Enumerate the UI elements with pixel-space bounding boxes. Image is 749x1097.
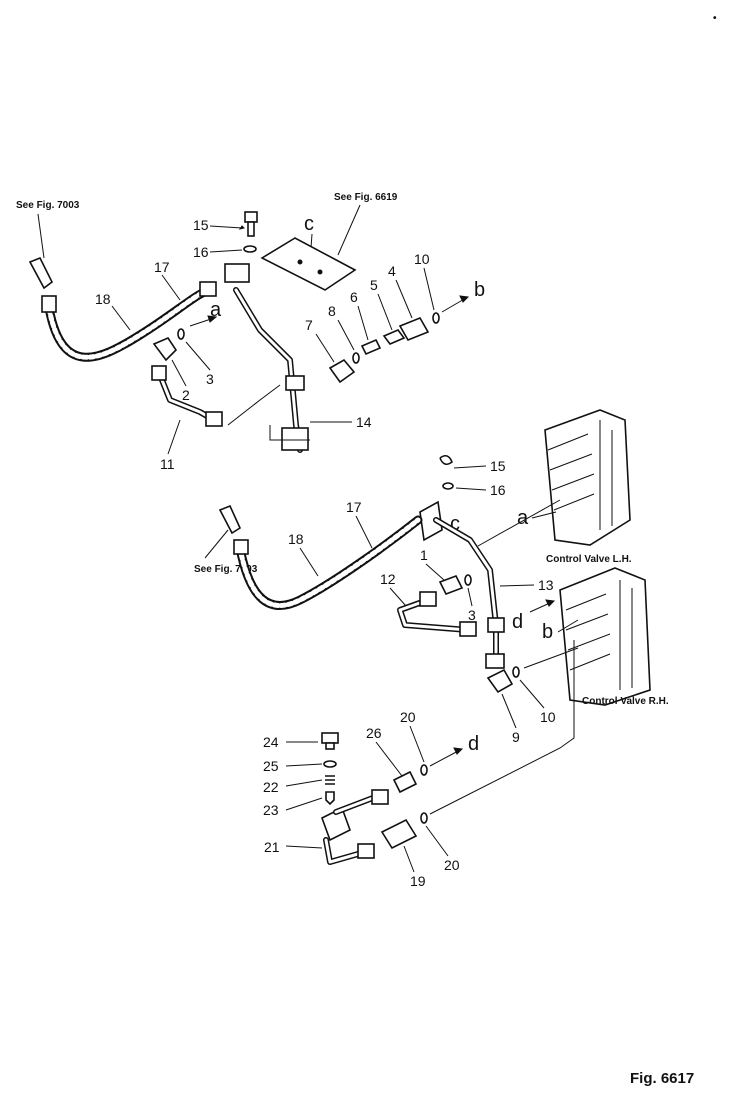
- callout-20-top: 20: [400, 709, 416, 725]
- callout-16: 16: [193, 244, 209, 260]
- callout-3-top: 3: [206, 371, 214, 387]
- control-valve-rh: [559, 567, 651, 706]
- callout-16-mid: 16: [490, 482, 506, 498]
- check-valve-19: [380, 818, 418, 850]
- union-fitting-26: [392, 770, 418, 794]
- callout-25: 25: [263, 758, 279, 774]
- callout-23: 23: [263, 802, 279, 818]
- callout-24: 24: [263, 734, 279, 750]
- callout-11: 11: [160, 456, 175, 472]
- middle-assembly: Control Valve L.H. Control Valve R.H. a …: [194, 409, 669, 745]
- callout-8: 8: [328, 303, 336, 319]
- callout-21: 21: [264, 839, 280, 855]
- poppet: [325, 791, 335, 806]
- label-control-valve-rh: Control Valve R.H.: [582, 696, 669, 707]
- callout-4: 4: [388, 263, 396, 279]
- callout-10-top: 10: [414, 251, 430, 267]
- callout-7: 7: [305, 317, 313, 333]
- callout-b-mid: b: [542, 621, 553, 643]
- o-ring: [177, 328, 185, 340]
- o-ring: [323, 760, 337, 768]
- union-fitting-1: [438, 574, 464, 596]
- callout-15-mid: 15: [490, 458, 506, 474]
- elbow-fitting-9: [486, 668, 514, 694]
- leader-line: [37, 213, 45, 259]
- callout-d-mid: d: [512, 611, 523, 633]
- callout-15: 15: [193, 217, 209, 233]
- callout-6: 6: [350, 289, 358, 305]
- corner-mark: •: [713, 13, 717, 24]
- callout-3-mid: 3: [468, 607, 476, 623]
- elbow-fitting: [152, 337, 178, 362]
- callout-14: 14: [356, 414, 372, 430]
- o-ring: [432, 312, 440, 324]
- callout-19: 19: [410, 873, 426, 889]
- plug: [321, 732, 339, 744]
- ref-see-fig-7003-mid: See Fig. 7003: [194, 564, 258, 575]
- figure-label: Fig. 6617: [630, 1070, 694, 1087]
- label-control-valve-lh: Control Valve L.H.: [546, 554, 632, 565]
- spring: [325, 775, 335, 785]
- hose-mid: [235, 515, 423, 610]
- pipe-end-block: [281, 427, 309, 451]
- callout-c-mid: c: [450, 513, 460, 535]
- bracket: [260, 237, 357, 291]
- callout-c-top: c: [304, 213, 314, 235]
- hose-end-fitting: [28, 256, 54, 290]
- connection-line: [429, 640, 575, 815]
- ref-see-fig-7003-top: See Fig. 7003: [16, 200, 80, 211]
- check-valve-body: [398, 316, 430, 342]
- callout-17-mid: 17: [346, 499, 362, 515]
- hose-fitting: [41, 295, 57, 313]
- spring: [360, 338, 382, 356]
- control-valve-lh: [544, 409, 631, 546]
- callout-26: 26: [366, 725, 382, 741]
- callout-5: 5: [370, 277, 378, 293]
- callout-12: 12: [380, 571, 396, 587]
- valve-poppet: [382, 329, 406, 345]
- callout-18-mid: 18: [288, 531, 304, 547]
- callout-9: 9: [512, 729, 520, 745]
- bottom-assembly: 24 25 22 23 21 26 20 d 19: [263, 640, 575, 889]
- callout-a-top: a: [210, 299, 222, 321]
- callout-13: 13: [538, 577, 554, 593]
- callout-2: 2: [182, 387, 190, 403]
- bracket-mid: [419, 500, 443, 542]
- bolt-shank: [247, 221, 255, 237]
- callout-b-top: b: [474, 279, 485, 301]
- tee-block: [224, 263, 250, 283]
- hose-fitting: [199, 281, 217, 297]
- callout-d-bottom: d: [468, 733, 479, 755]
- ref-see-fig-6619: See Fig. 6619: [334, 192, 398, 203]
- callout-18: 18: [95, 291, 111, 307]
- elbow-fitting-7: [328, 358, 356, 384]
- washer: [243, 245, 257, 253]
- callout-22: 22: [263, 779, 279, 795]
- callout-20-bottom: 20: [444, 857, 460, 873]
- callout-1: 1: [420, 547, 428, 563]
- callout-17: 17: [154, 259, 170, 275]
- callout-10-mid: 10: [540, 709, 556, 725]
- callout-a-mid: a: [517, 507, 529, 529]
- bolt-head: [244, 211, 258, 223]
- top-assembly: See Fig. 7003 17 18 15 16 See Fig. 6619 …: [16, 192, 485, 472]
